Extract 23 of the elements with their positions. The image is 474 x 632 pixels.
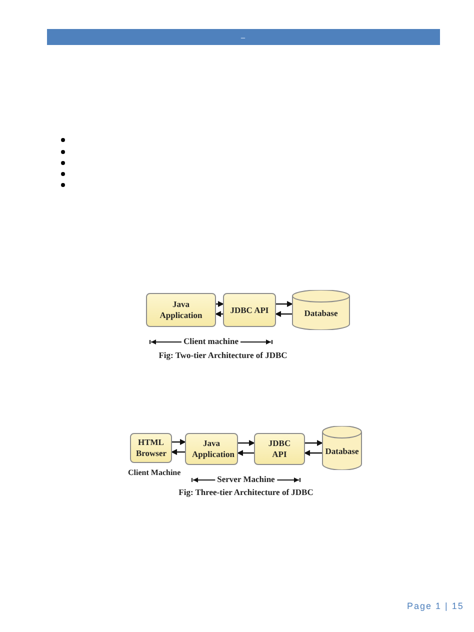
arrow — [238, 440, 255, 446]
machine-label: Client Machine — [128, 468, 181, 477]
dimension-label: Client machine — [182, 336, 240, 346]
process-box: HTML Browser — [130, 433, 172, 463]
arrow — [275, 311, 292, 317]
header-text: – — [240, 33, 246, 42]
arrow — [171, 449, 185, 455]
dimension-label: Server Machine — [215, 474, 277, 484]
arrow — [304, 450, 322, 456]
figure-caption: Fig: Three-tier Architecture of JDBC — [176, 487, 316, 497]
process-box: Java Application — [185, 433, 238, 465]
figure-caption: Fig: Two-tier Architecture of JDBC — [156, 350, 290, 360]
arrow — [305, 440, 323, 446]
arrow — [237, 450, 254, 456]
process-box: JDBC API — [223, 293, 276, 327]
arrow — [172, 439, 186, 445]
process-box: Java Application — [146, 293, 216, 327]
process-box: JDBC API — [254, 433, 305, 465]
database-cylinder: Database — [292, 290, 350, 330]
database-cylinder: Database — [322, 426, 362, 470]
arrow — [216, 301, 224, 307]
arrow — [276, 301, 293, 307]
arrow — [215, 311, 223, 317]
